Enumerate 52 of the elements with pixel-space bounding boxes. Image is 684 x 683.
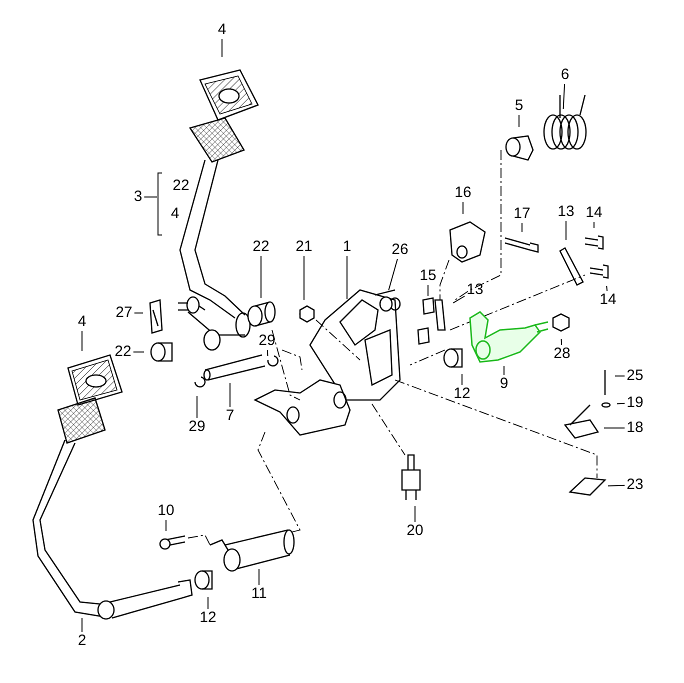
callout-number: 17 (514, 206, 530, 222)
leader-line (266, 350, 268, 356)
callout-number: 7 (226, 408, 234, 424)
callout-number: 22 (114, 344, 132, 360)
callout-number: 25 (626, 368, 644, 384)
callout-number: 26 (392, 242, 408, 258)
callout-number: 11 (251, 586, 267, 602)
callout-number: 23 (626, 477, 644, 493)
leader-line (608, 484, 626, 486)
callout-number: 18 (626, 420, 644, 436)
leader-line (196, 396, 198, 418)
callout-number: 20 (406, 523, 424, 539)
callout-number: 19 (626, 395, 644, 411)
leader-line (414, 506, 416, 522)
leader-line (346, 256, 348, 300)
callout-number: 6 (560, 67, 570, 83)
callout-number: 12 (454, 386, 470, 402)
callout-number: 13 (466, 282, 484, 298)
callout-number: 2 (78, 633, 86, 649)
callout-number: 27 (116, 305, 132, 321)
leader-line (144, 196, 158, 198)
callout-number: 14 (600, 292, 616, 308)
leader-line (258, 568, 260, 586)
callout-number: 3 (134, 189, 142, 205)
leader-line (616, 402, 626, 404)
callout-number: 9 (500, 376, 508, 392)
leader-line (560, 338, 562, 346)
callout-number: 22 (252, 239, 270, 255)
callout-number: 22 (172, 178, 190, 194)
callout-number: 1 (342, 239, 352, 255)
callout-number: 5 (514, 98, 524, 114)
callout-number: 14 (586, 205, 602, 221)
leader-line (462, 202, 464, 214)
callout-number: 29 (258, 333, 276, 349)
callout-number: 28 (554, 346, 570, 362)
leader-line (518, 114, 520, 128)
callout-number: 15 (420, 268, 436, 284)
leader-line (606, 285, 608, 292)
leader-line (134, 312, 144, 314)
leader-line (452, 296, 466, 304)
callout-number: 10 (158, 503, 174, 519)
leader-line (260, 256, 262, 298)
callout-number: 4 (218, 22, 226, 38)
callout-number: 21 (296, 239, 312, 255)
callout-number: 13 (558, 204, 574, 220)
callout-number: 4 (170, 206, 180, 222)
leader-line (388, 258, 398, 291)
callout-number: 16 (454, 185, 472, 201)
leader-line (562, 84, 566, 110)
callout-number: 29 (188, 419, 206, 435)
callout-number: 4 (78, 314, 86, 330)
callout-number: 12 (200, 610, 216, 626)
